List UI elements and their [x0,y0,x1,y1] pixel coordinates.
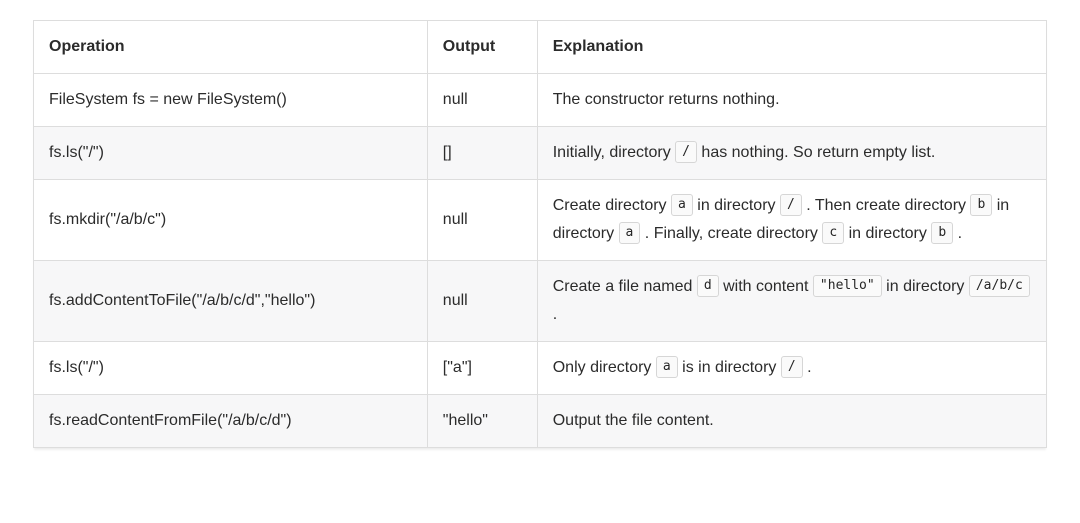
inline-code-chip: / [675,140,697,163]
operation-cell: fs.ls("/") [33,126,428,180]
explanation-cell: Only directory a is in directory / . [536,341,1048,395]
output-cell: null [426,260,538,342]
inline-code-chip: "hello" [812,274,882,297]
operation-cell: fs.readContentFromFile("/a/b/c/d") [33,394,428,448]
explanation-cell: Output the file content. [536,394,1048,448]
table-row: fs.addContentToFile("/a/b/c/d","hello")n… [33,260,1048,342]
table-row: fs.ls("/")[]Initially, directory / has n… [33,126,1048,180]
operation-cell: fs.addContentToFile("/a/b/c/d","hello") [33,260,428,342]
table-row: fs.ls("/")["a"]Only directory a is in di… [33,341,1048,395]
header-row: Operation Output Explanation [33,20,1048,74]
inline-code-chip: /a/b/c [968,274,1030,297]
output-cell: ["a"] [426,341,538,395]
explanation-cell: The constructor returns nothing. [536,73,1048,127]
inline-code-chip: d [696,274,719,297]
explanation-cell: Create directory a in directory / . Then… [536,179,1048,261]
explanation-cell: Initially, directory / has nothing. So r… [536,126,1048,180]
explanation-cell: Create a file named d with content "hell… [536,260,1048,342]
inline-code-chip: b [931,221,954,244]
operations-table: Operation Output Explanation FileSystem … [33,20,1048,448]
inline-code-chip: / [780,355,803,378]
operation-cell: FileSystem fs = new FileSystem() [33,73,428,127]
output-cell: "hello" [426,394,538,448]
table-row: fs.readContentFromFile("/a/b/c/d")"hello… [33,394,1048,448]
operation-cell: fs.ls("/") [33,341,428,395]
column-header-operation: Operation [33,20,428,74]
operation-cell: fs.mkdir("/a/b/c") [33,179,428,261]
inline-code-chip: / [779,193,802,216]
inline-code-chip: a [655,355,678,378]
output-cell: [] [426,126,538,180]
inline-code-chip: c [822,221,845,244]
output-cell: null [426,73,538,127]
output-cell: null [426,179,538,261]
inline-code-chip: b [970,193,993,216]
column-header-explanation: Explanation [536,20,1048,74]
inline-code-chip: a [671,193,693,216]
inline-code-chip: a [618,221,641,244]
column-header-output: Output [426,20,538,74]
